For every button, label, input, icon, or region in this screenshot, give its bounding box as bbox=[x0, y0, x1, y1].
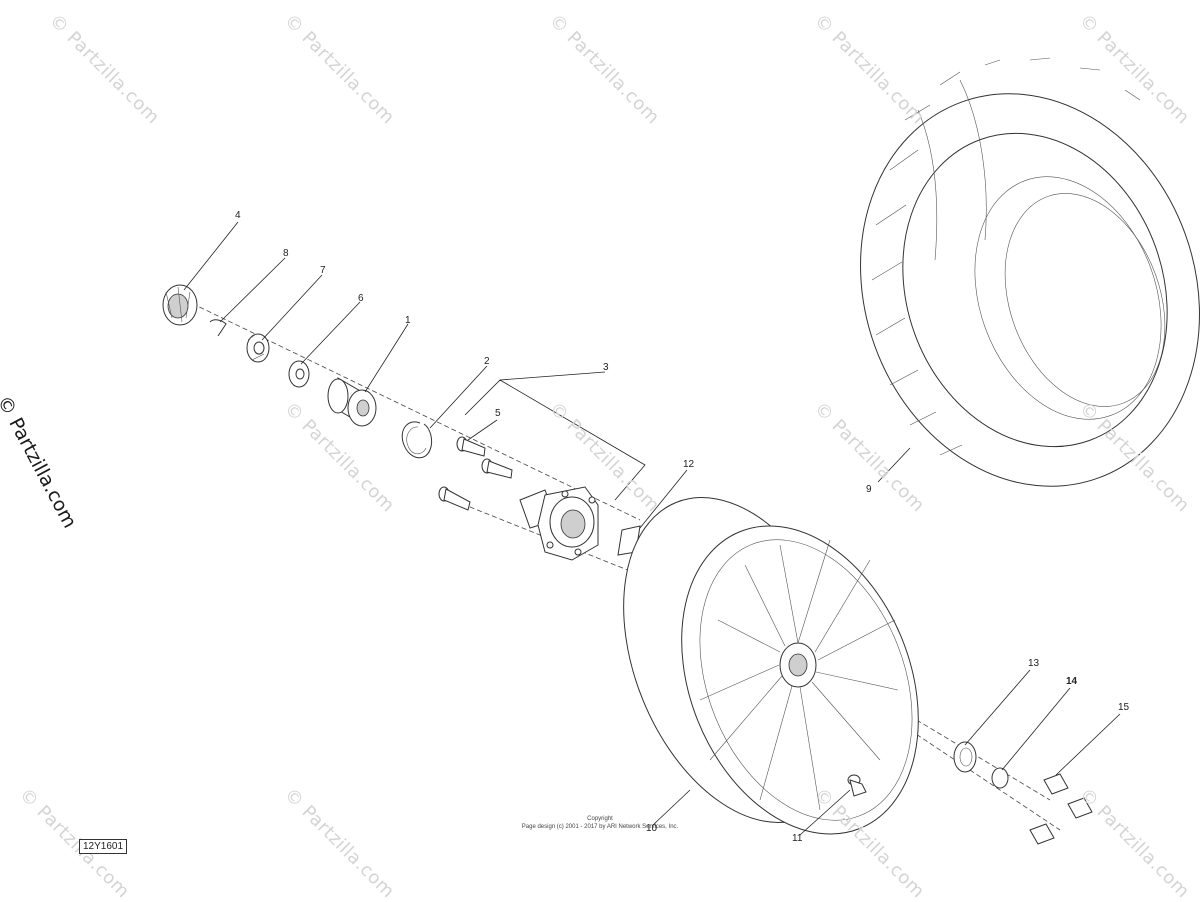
part-1-bearing bbox=[327, 377, 377, 427]
callout-1: 1 bbox=[405, 315, 411, 326]
callout-8: 8 bbox=[283, 248, 289, 259]
callout-12: 12 bbox=[683, 459, 695, 470]
part-9-tire bbox=[860, 57, 1200, 487]
exploded-wheel-diagram: .ln { fill: none; stroke: #333; stroke-w… bbox=[162, 57, 1200, 845]
leader-lines bbox=[183, 221, 1121, 836]
callout-13: 13 bbox=[1028, 658, 1040, 669]
part-3-bracket bbox=[464, 379, 646, 501]
callout-6: 6 bbox=[358, 293, 364, 304]
part-11-valve bbox=[847, 774, 867, 797]
callout-15: 15 bbox=[1118, 702, 1130, 713]
copyright-line-2: Page design (c) 2001 - 2017 by ARI Netwo… bbox=[521, 823, 679, 830]
part-4-nut bbox=[162, 284, 198, 326]
part-8-pin bbox=[209, 319, 227, 337]
callout-7: 7 bbox=[320, 265, 326, 276]
copyright-notice: Copyright Page design (c) 2001 - 2017 by… bbox=[505, 816, 695, 832]
callout-4: 4 bbox=[235, 210, 241, 221]
part-5-bolts bbox=[438, 436, 513, 511]
part-14-washer bbox=[991, 767, 1009, 789]
part-7-washer bbox=[246, 333, 270, 363]
hub-assembly bbox=[519, 486, 599, 561]
part-13-ring bbox=[953, 741, 977, 773]
part-6-washer bbox=[288, 360, 310, 388]
part-15-lugnuts bbox=[1029, 773, 1093, 845]
diagram-code: 12Y1601 bbox=[79, 839, 128, 854]
callout-11: 11 bbox=[792, 833, 803, 844]
callout-2: 2 bbox=[484, 356, 490, 367]
part-2-circlip bbox=[401, 421, 433, 459]
callout-5: 5 bbox=[495, 408, 501, 419]
wheel-spokes bbox=[699, 539, 899, 811]
callout-9: 9 bbox=[866, 484, 872, 495]
callout-3: 3 bbox=[603, 362, 609, 373]
copyright-line-1: Copyright bbox=[587, 816, 613, 822]
callout-14: 14 bbox=[1066, 676, 1078, 687]
callout-10: 10 bbox=[646, 823, 658, 834]
part-10-wheel bbox=[623, 497, 919, 835]
